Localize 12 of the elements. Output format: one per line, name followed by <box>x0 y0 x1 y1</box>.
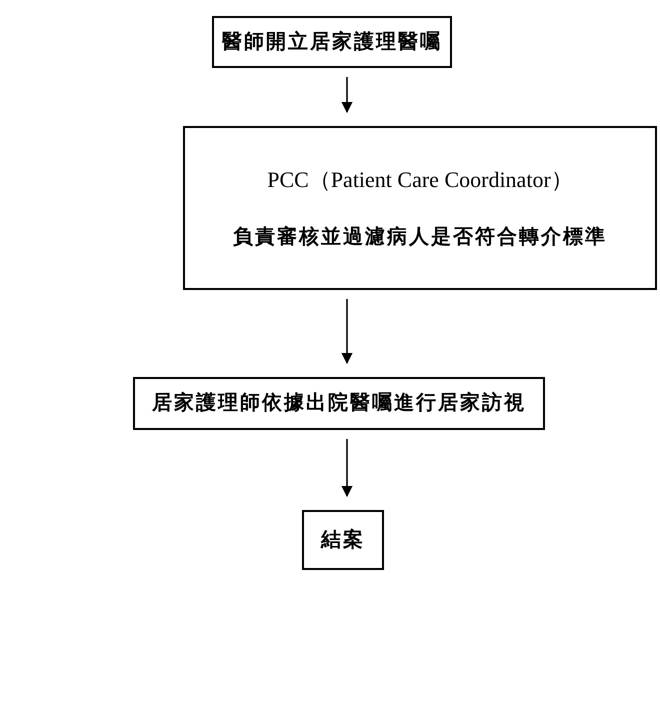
box-text: 醫師開立居家護理醫囑 <box>222 30 442 54</box>
arrow <box>341 77 353 114</box>
process-box <box>302 510 384 570</box>
arrow <box>341 299 353 364</box>
process-box <box>133 377 545 430</box>
box-heading: PCC（Patient Care Coordinator） <box>267 166 573 194</box>
process-box <box>212 16 452 68</box>
box-text: 結案 <box>321 528 365 552</box>
arrow <box>341 439 353 498</box>
box-text: 居家護理師依據出院醫囑進行居家訪視 <box>152 391 526 416</box>
box-text: 負責審核並過濾病人是否符合轉介標準 <box>233 225 607 250</box>
process-box <box>183 126 657 290</box>
